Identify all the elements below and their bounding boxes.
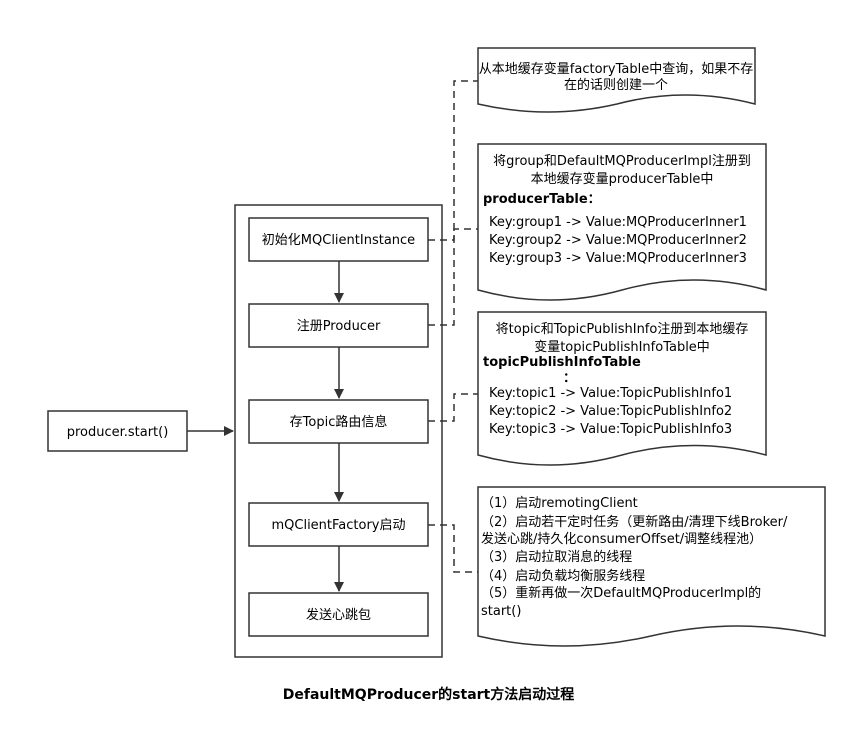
step-label: 注册Producer <box>297 319 381 334</box>
step-label: 发送心跳包 <box>306 607 371 623</box>
start-box-label: producer.start() <box>67 425 169 440</box>
step-store-topic-route: 存Topic路由信息 <box>248 399 429 444</box>
note-line: 将topic和TopicPublishInfo注册到本地缓存 <box>496 322 749 337</box>
note-line: 在的话则创建一个 <box>564 77 668 93</box>
note-title: producerTable： <box>483 192 601 207</box>
note-factory-table: 从本地缓存变量factoryTable中查询，如果不存 在的话则创建一个 <box>477 47 756 113</box>
note-line: （1）启动remotingClient <box>481 496 638 511</box>
note-connector <box>428 393 478 422</box>
diagram-caption: DefaultMQProducer的start方法启动过程 <box>282 687 575 703</box>
note-title-suffix: ： <box>563 371 576 386</box>
note-entry: Key:group2 -> Value:MQProducerInner2 <box>489 233 747 248</box>
step-label: 存Topic路由信息 <box>290 414 388 430</box>
note-entry: Key:topic2 -> Value:TopicPublishInfo2 <box>489 404 732 419</box>
note-title: topicPublishInfoTable <box>483 355 641 370</box>
note-line: （2）启动若干定时任务（更新路由/清理下线Broker/ <box>481 514 788 530</box>
note-connector <box>428 228 478 326</box>
step-register-producer: 注册Producer <box>248 303 429 348</box>
step-send-heartbeat: 发送心跳包 <box>248 592 429 637</box>
step-client-factory-start: mQClientFactory启动 <box>248 502 429 547</box>
note-line: start() <box>481 604 521 619</box>
note-line: 发送心跳/持久化consumerOffset/调整线程池） <box>481 531 762 547</box>
note-line: （4）启动负载均衡服务线程 <box>481 568 645 584</box>
note-line: 将group和DefaultMQProducerImpl注册到 <box>493 154 751 169</box>
note-line: （5）重新再做一次DefaultMQProducerImpl的 <box>481 585 761 601</box>
note-topic-publish-info-table: 将topic和TopicPublishInfo注册到本地缓存 变量topicPu… <box>477 311 767 466</box>
step-initialize-client: 初始化MQClientInstance <box>248 217 429 262</box>
note-line: 本地缓存变量producerTable中 <box>531 171 714 187</box>
step-label: mQClientFactory启动 <box>271 518 405 533</box>
start-box <box>47 410 188 452</box>
note-entry: Key:topic3 -> Value:TopicPublishInfo3 <box>489 422 732 437</box>
note-connector <box>428 524 478 573</box>
note-producer-table: 将group和DefaultMQProducerImpl注册到 本地缓存变量pr… <box>477 143 767 301</box>
note-factory-start-steps: （1）启动remotingClient （2）启动若干定时任务（更新路由/清理下… <box>477 486 826 647</box>
note-line: （3）启动拉取消息的线程 <box>481 549 632 565</box>
note-entry: Key:topic1 -> Value:TopicPublishInfo1 <box>489 386 732 401</box>
note-entry: Key:group1 -> Value:MQProducerInner1 <box>489 215 747 230</box>
note-entry: Key:group3 -> Value:MQProducerInner3 <box>489 251 747 266</box>
note-connector <box>428 80 478 241</box>
note-line: 变量topicPublishInfoTable中 <box>534 339 710 355</box>
step-label: 初始化MQClientInstance <box>262 233 415 248</box>
note-line: 从本地缓存变量factoryTable中查询，如果不存 <box>479 61 753 77</box>
